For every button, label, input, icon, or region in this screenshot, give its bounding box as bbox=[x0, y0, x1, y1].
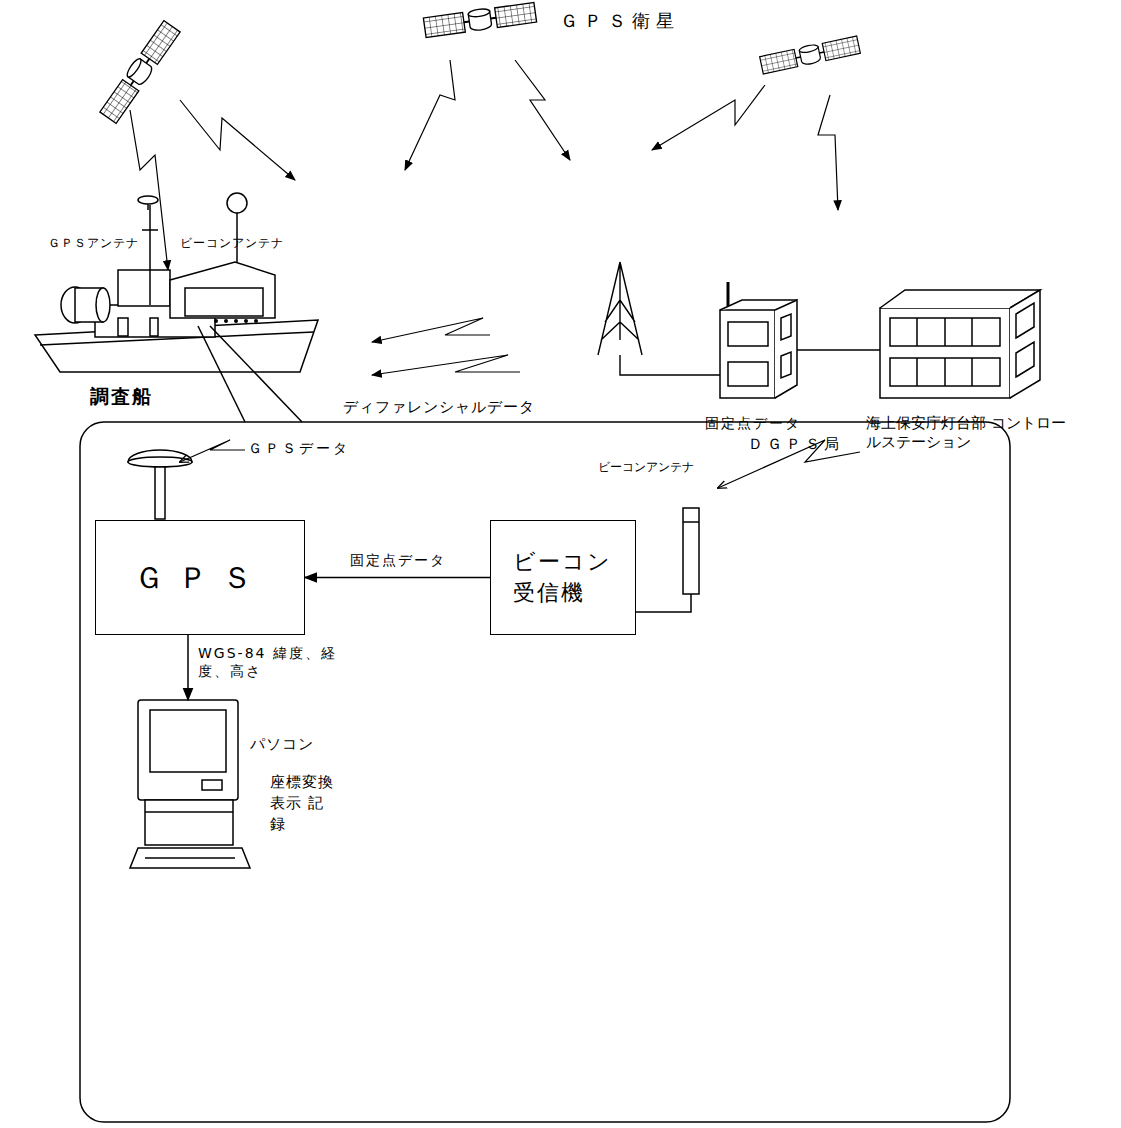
data-label: ＧＰＳデータ bbox=[248, 440, 350, 458]
arrow-connector bbox=[305, 577, 490, 579]
antenna-label: ビーコンアンテナ bbox=[180, 236, 284, 251]
edge-label: 固定点データ bbox=[348, 552, 448, 570]
node-body: 座標変換 表示 記録 bbox=[270, 772, 339, 835]
gps-receiver-box: ＧＰＳ bbox=[95, 520, 305, 635]
control-station-label: 海上保安庁灯台部 コントロールステーション bbox=[866, 414, 1066, 452]
satellite-label: ＧＰＳ衛星 bbox=[560, 10, 680, 33]
station-label: ＤＧＰＳ局 bbox=[748, 435, 843, 454]
node-title: ＧＰＳ bbox=[134, 557, 266, 599]
node-title: パソコン bbox=[250, 734, 314, 755]
node-title: ビーコン 受信機 bbox=[513, 547, 613, 609]
beacon-receiver-box: ビーコン 受信機 bbox=[490, 520, 636, 635]
arrow-connector bbox=[187, 635, 189, 700]
edge-label: WGS-84 緯度、経度、高さ bbox=[196, 645, 350, 680]
ship-label: 調査船 bbox=[90, 385, 153, 409]
antenna-label: ＧＰＳアンテナ bbox=[48, 236, 139, 251]
computer: パソコン座標変換 表示 記録 bbox=[138, 700, 338, 870]
data-label: 固定点データ bbox=[705, 415, 801, 433]
data-label: ディファレンシャルデータ bbox=[343, 398, 535, 417]
antenna-label: ビーコンアンテナ bbox=[598, 460, 694, 475]
